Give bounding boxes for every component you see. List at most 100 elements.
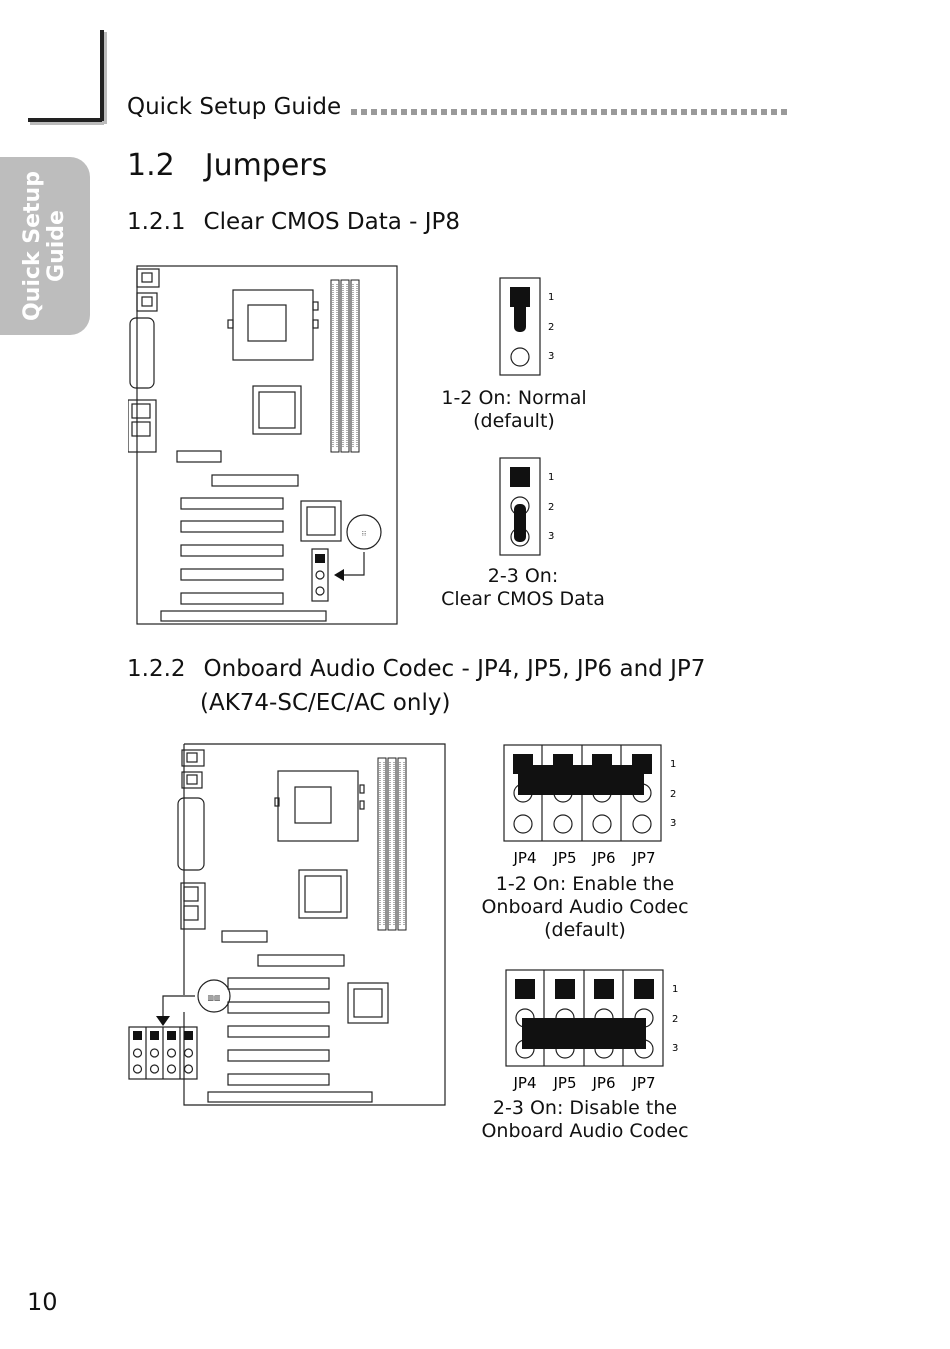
header-dot bbox=[781, 109, 787, 115]
svg-text:⁝⁝: ⁝⁝ bbox=[362, 530, 366, 538]
jumper-label-jp7: JP7 bbox=[631, 1074, 655, 1092]
header-dot bbox=[771, 109, 777, 115]
jp4-jp7-disable-caption: 2-3 On: Disable the Onboard Audio Codec bbox=[481, 1097, 688, 1143]
header-dot bbox=[481, 109, 487, 115]
pin-label: 2 bbox=[548, 322, 554, 333]
jumper-label-jp6: JP6 bbox=[591, 1074, 615, 1092]
caption-line: Onboard Audio Codec bbox=[481, 896, 689, 918]
header-dot bbox=[751, 109, 757, 115]
header-dot bbox=[411, 109, 417, 115]
jp8-location bbox=[311, 548, 329, 602]
pin-label: 1 bbox=[670, 759, 676, 770]
header-dot bbox=[451, 109, 457, 115]
caption-line: 2-3 On: bbox=[487, 565, 559, 587]
subsection-heading-clear-cmos: 1.2.1 Clear CMOS Data - JP8 bbox=[127, 209, 460, 235]
motherboard-diagram-jp4-jp7: ▥▥ bbox=[128, 743, 446, 1106]
jumper-label-jp4: JP4 bbox=[512, 1074, 536, 1092]
cpu-socket bbox=[232, 289, 314, 361]
header-dot bbox=[541, 109, 547, 115]
header-dot bbox=[591, 109, 597, 115]
jp8-setting-normal-diagram: 1 2 3 bbox=[499, 277, 554, 376]
header-dot bbox=[441, 109, 447, 115]
header-dot bbox=[401, 109, 407, 115]
jp8-setting-clear-diagram: 1 2 3 bbox=[499, 457, 554, 556]
caption-line: 1-2 On: Normal bbox=[441, 387, 587, 409]
section-number: 1.2 bbox=[127, 148, 175, 183]
board-outline bbox=[136, 265, 398, 625]
arrow-icon bbox=[156, 1016, 170, 1026]
header-dot bbox=[611, 109, 617, 115]
caption-line: (default) bbox=[544, 919, 626, 941]
jp4-jp7-enable-caption: 1-2 On: Enable the Onboard Audio Codec (… bbox=[481, 873, 688, 942]
header-dot bbox=[701, 109, 707, 115]
jumper-label-jp5: JP5 bbox=[552, 849, 576, 867]
side-tab bbox=[0, 157, 90, 335]
subsection-heading-audio-codec-note: (AK74-SC/EC/AC only) bbox=[200, 690, 451, 716]
header-dot bbox=[621, 109, 627, 115]
running-header-title: Quick Setup Guide bbox=[127, 94, 342, 120]
header-dot bbox=[561, 109, 567, 115]
audio-codec-chip bbox=[197, 979, 231, 1013]
pin-label: 2 bbox=[670, 789, 676, 800]
header-dot bbox=[761, 109, 767, 115]
header-dot bbox=[691, 109, 697, 115]
caption-line: Clear CMOS Data bbox=[441, 588, 605, 610]
header-dot bbox=[521, 109, 527, 115]
jp8-clear-caption: 2-3 On: Clear CMOS Data bbox=[441, 565, 605, 611]
header-dot bbox=[531, 109, 537, 115]
header-dot bbox=[631, 109, 637, 115]
jumper-label-jp7: JP7 bbox=[631, 849, 655, 867]
header-dot bbox=[351, 109, 357, 115]
side-tab-label: Quick Setup Guide bbox=[20, 171, 69, 321]
pin-label: 1 bbox=[548, 472, 554, 483]
header-dot bbox=[381, 109, 387, 115]
pin-label: 3 bbox=[672, 1043, 678, 1054]
jp4-jp7-setting-disable-diagram: 1 2 3 JP4 JP5 JP6 JP7 bbox=[505, 969, 678, 1092]
caption-line: 1-2 On: Enable the bbox=[495, 873, 675, 895]
section-heading: 1.2 Jumpers bbox=[127, 148, 327, 183]
pin-label: 3 bbox=[548, 351, 554, 362]
caption-line: 2-3 On: Disable the bbox=[492, 1097, 678, 1119]
header-dot bbox=[581, 109, 587, 115]
caption-line: (default) bbox=[473, 410, 555, 432]
header-dot bbox=[511, 109, 517, 115]
pin-label: 3 bbox=[548, 531, 554, 542]
header-dot bbox=[601, 109, 607, 115]
caption-line: Onboard Audio Codec bbox=[481, 1120, 689, 1142]
header-dot bbox=[461, 109, 467, 115]
subsection-number: 1.2.2 bbox=[127, 656, 186, 682]
header-dot bbox=[431, 109, 437, 115]
jp8-normal-caption: 1-2 On: Normal (default) bbox=[441, 387, 586, 433]
header-dot bbox=[731, 109, 737, 115]
board-outline bbox=[183, 743, 446, 1106]
header-dot bbox=[501, 109, 507, 115]
page-corner-mark-horizontal bbox=[28, 118, 102, 122]
dimm-slots bbox=[330, 279, 360, 453]
motherboard-diagram-jp8: ⁝⁝ bbox=[128, 265, 398, 625]
arrow-icon bbox=[334, 569, 344, 581]
svg-text:▥▥: ▥▥ bbox=[207, 994, 220, 1002]
header-dot bbox=[741, 109, 747, 115]
side-tab-label-line2: Guide bbox=[44, 210, 69, 282]
header-dot-leader bbox=[351, 109, 787, 115]
pin-label: 2 bbox=[672, 1014, 678, 1025]
cpu-socket bbox=[277, 770, 359, 842]
jumper-label-jp6: JP6 bbox=[591, 849, 615, 867]
header-dot bbox=[371, 109, 377, 115]
subsection-title: Clear CMOS Data - JP8 bbox=[203, 209, 461, 235]
header-dot bbox=[361, 109, 367, 115]
subsection-number: 1.2.1 bbox=[127, 209, 186, 235]
jumper-label-jp5: JP5 bbox=[552, 1074, 576, 1092]
battery-icon bbox=[346, 514, 382, 550]
header-dot bbox=[551, 109, 557, 115]
pin-label: 1 bbox=[672, 984, 678, 995]
header-dot bbox=[421, 109, 427, 115]
pin-label: 2 bbox=[548, 502, 554, 513]
dimm-slots bbox=[377, 757, 407, 931]
header-dot bbox=[641, 109, 647, 115]
header-dot bbox=[671, 109, 677, 115]
side-tab-label-line1: Quick Setup bbox=[20, 171, 45, 321]
header-dot bbox=[711, 109, 717, 115]
section-title: Jumpers bbox=[204, 148, 328, 183]
header-dot bbox=[651, 109, 657, 115]
